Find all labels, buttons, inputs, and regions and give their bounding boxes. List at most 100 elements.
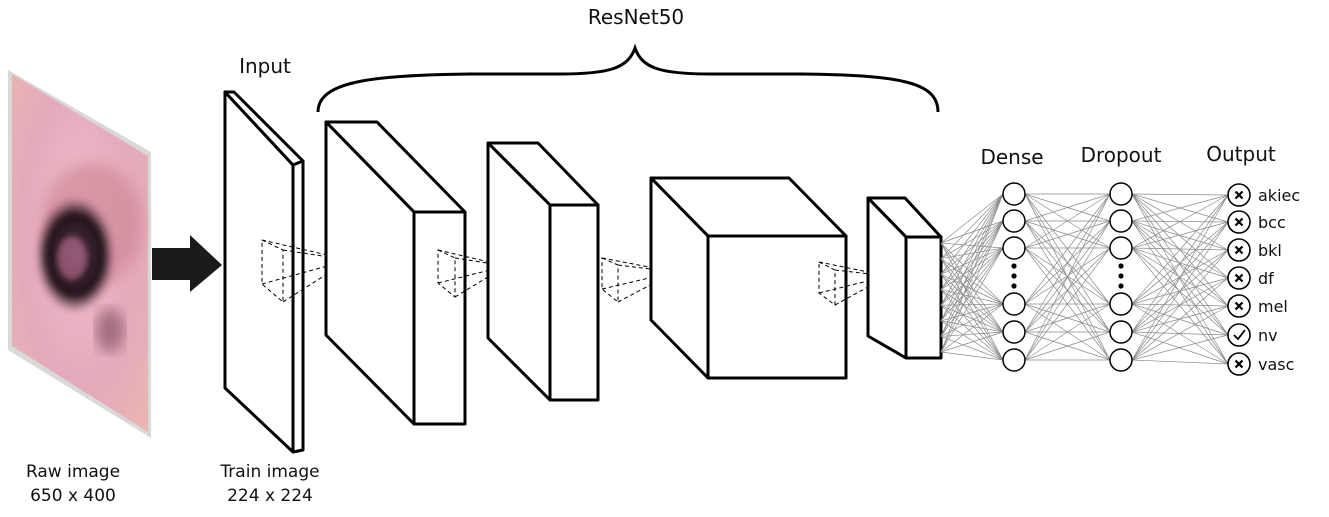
conv-block-4 [866,196,943,360]
connection-edge [940,220,1004,322]
dropout-neuron [1109,320,1133,344]
connection-edge [1024,193,1111,333]
connection-edge [940,193,1004,353]
resnet-brace [316,43,940,113]
connection-edge [1131,247,1229,365]
input-label: Input [239,54,291,78]
connection-edge [1131,221,1229,361]
connection-edge [940,304,1004,333]
connection-edge [1024,193,1111,249]
output-class-label: mel [1258,297,1288,316]
output-label: Output [1206,142,1276,166]
connection-edge [940,220,1004,337]
connection-edge [940,320,1004,333]
output-class-label: bcc [1258,213,1286,232]
connection-edge [1131,193,1229,196]
connection-edge [940,273,1004,305]
connection-edge [940,258,1004,333]
train-image-label: Train image [219,462,319,482]
connection-edge [940,193,1004,244]
connection-edge [1131,220,1229,251]
connection-edge [1024,331,1111,361]
dense-neuron [1002,236,1026,260]
connection-edge [940,193,1004,306]
connection-edge [940,247,1004,259]
cross-icon [1234,273,1244,283]
connection-edge [1131,194,1229,222]
dropout-ellipsis-dot [1118,273,1124,279]
conv-block-2-front [548,203,600,402]
dense-ellipsis-dot [1011,263,1017,269]
output-class-nv: nv [1227,323,1278,347]
connection-edge [940,247,1004,291]
connection-edge [940,331,1004,337]
raw-image-label: Raw image [26,462,120,482]
conv-block-3 [649,176,848,380]
output-class-df: df [1227,266,1274,290]
output-class-label: vasc [1258,355,1294,374]
fully-connected-edges [940,193,1229,365]
dense-neuron [1002,348,1026,372]
connection-edge [940,289,1004,361]
dense-layer [1002,182,1026,372]
connection-edge [1024,303,1111,333]
connection-edge [940,273,1004,361]
output-class-akiec: akiec [1227,183,1300,207]
connection-edge [1131,303,1229,365]
output-class-label: nv [1258,326,1278,345]
connection-edge [940,351,1004,361]
connection-edge [940,247,1004,275]
connection-edge [1131,249,1229,361]
raw-image-size: 650 x 400 [30,486,116,506]
conv-block-3-front [706,234,848,380]
connection-edge [940,258,1004,305]
dense-neuron [1002,320,1026,344]
connection-edge [940,242,1004,361]
dense-ellipsis-dot [1011,283,1017,289]
flow-arrow [152,235,222,292]
connection-edge [1131,193,1229,365]
connection-edge [1131,331,1229,336]
connection-edge [940,220,1004,290]
connection-edge [940,193,1004,322]
dense-ellipsis-dot [1011,273,1017,279]
train-image-size: 224 x 224 [227,486,313,506]
dense-neuron [1002,209,1026,233]
connection-edge [1024,220,1111,249]
check-icon [1233,329,1246,341]
output-class-label: bkl [1258,241,1282,260]
conv-block-2 [486,141,600,402]
connection-edge [940,247,1004,353]
connection-edge [1131,305,1229,361]
connection-edge [1024,220,1111,361]
connection-edge [940,303,1004,337]
connection-edge [940,242,1004,249]
connection-edge [940,331,1004,353]
dense-neuron [1002,292,1026,316]
connection-edge [940,220,1004,353]
dropout-neuron [1109,348,1133,372]
output-neuron [1227,323,1251,347]
raw-image [8,70,151,438]
dense-label: Dense [980,145,1043,169]
connection-edge [1131,194,1229,361]
dense-neuron [1002,182,1026,206]
resnet-title: ResNet50 [588,5,684,29]
connection-edge [1024,193,1111,305]
connection-edge [1131,220,1229,365]
connection-edge [940,193,1004,259]
connection-edge [940,242,1004,333]
connection-edge [1131,334,1229,361]
dropout-neuron [1109,209,1133,233]
dropout-neuron [1109,292,1133,316]
conv-block-1 [324,120,467,426]
dropout-neuron [1109,182,1133,206]
cross-icon [1234,217,1244,227]
connection-edge [940,289,1004,333]
dropout-neuron [1109,236,1133,260]
connection-edge [940,289,1004,305]
connection-edge [940,303,1004,353]
connection-edge [940,303,1004,306]
